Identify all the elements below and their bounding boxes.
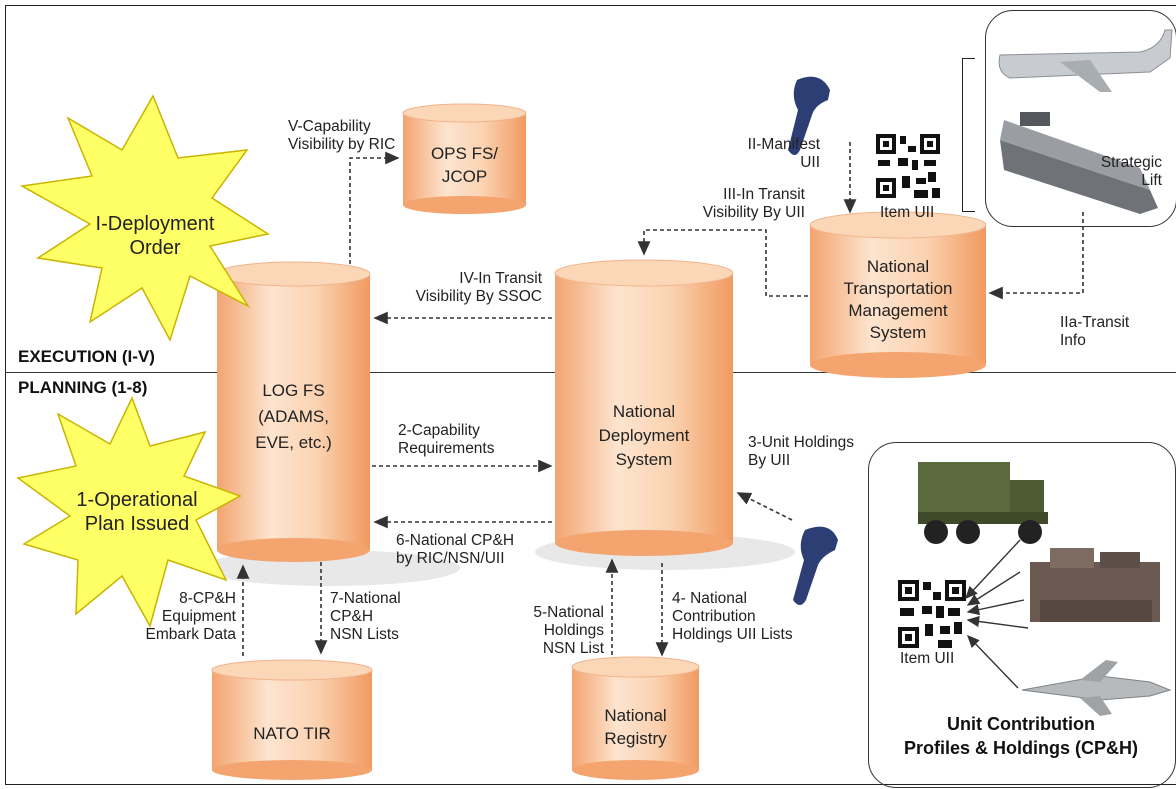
national-registry-cylinder	[571, 656, 700, 780]
deployment-order-burst	[19, 94, 270, 342]
military-truck-icon	[918, 462, 1048, 544]
operational-plan-burst	[16, 396, 242, 628]
execution-section-label: EXECUTION (I-V)	[18, 347, 155, 366]
strategic-lift-bracket	[962, 58, 975, 212]
strategic-lift-box	[985, 10, 1176, 227]
ops-fs-label: OPS FS/JCOP	[430, 144, 499, 186]
flow-arrows	[236, 142, 1084, 657]
nato-tir-cylinder	[211, 659, 373, 780]
item-uii-label-bottom: Item UII	[900, 650, 955, 667]
nato-tir-label: NATO TIR	[253, 724, 331, 743]
cargo-ship-icon	[1000, 112, 1158, 214]
fighter-jet-icon	[1021, 660, 1172, 716]
diagram-frame	[5, 5, 1176, 785]
cargo-crates-icon	[1030, 548, 1160, 622]
item-uii-pointers	[965, 539, 1029, 689]
log-fs-cylinder	[216, 261, 371, 562]
nds-cylinder	[554, 259, 734, 556]
item-uii-label-top: Item UII	[880, 204, 935, 221]
ops-fs-cylinder	[402, 103, 527, 214]
barcode-scanner-icon	[793, 526, 838, 605]
ntms-cylinder	[809, 211, 987, 378]
log-fs-label: LOG FS(ADAMS,EVE, etc.)	[255, 381, 332, 452]
qr-code-icon	[876, 134, 940, 198]
planning-section-label: PLANNING (1-8)	[18, 378, 148, 397]
transport-aircraft-icon	[998, 29, 1173, 92]
qr-code-icon	[898, 580, 966, 648]
barcode-scanner-icon	[788, 76, 830, 155]
